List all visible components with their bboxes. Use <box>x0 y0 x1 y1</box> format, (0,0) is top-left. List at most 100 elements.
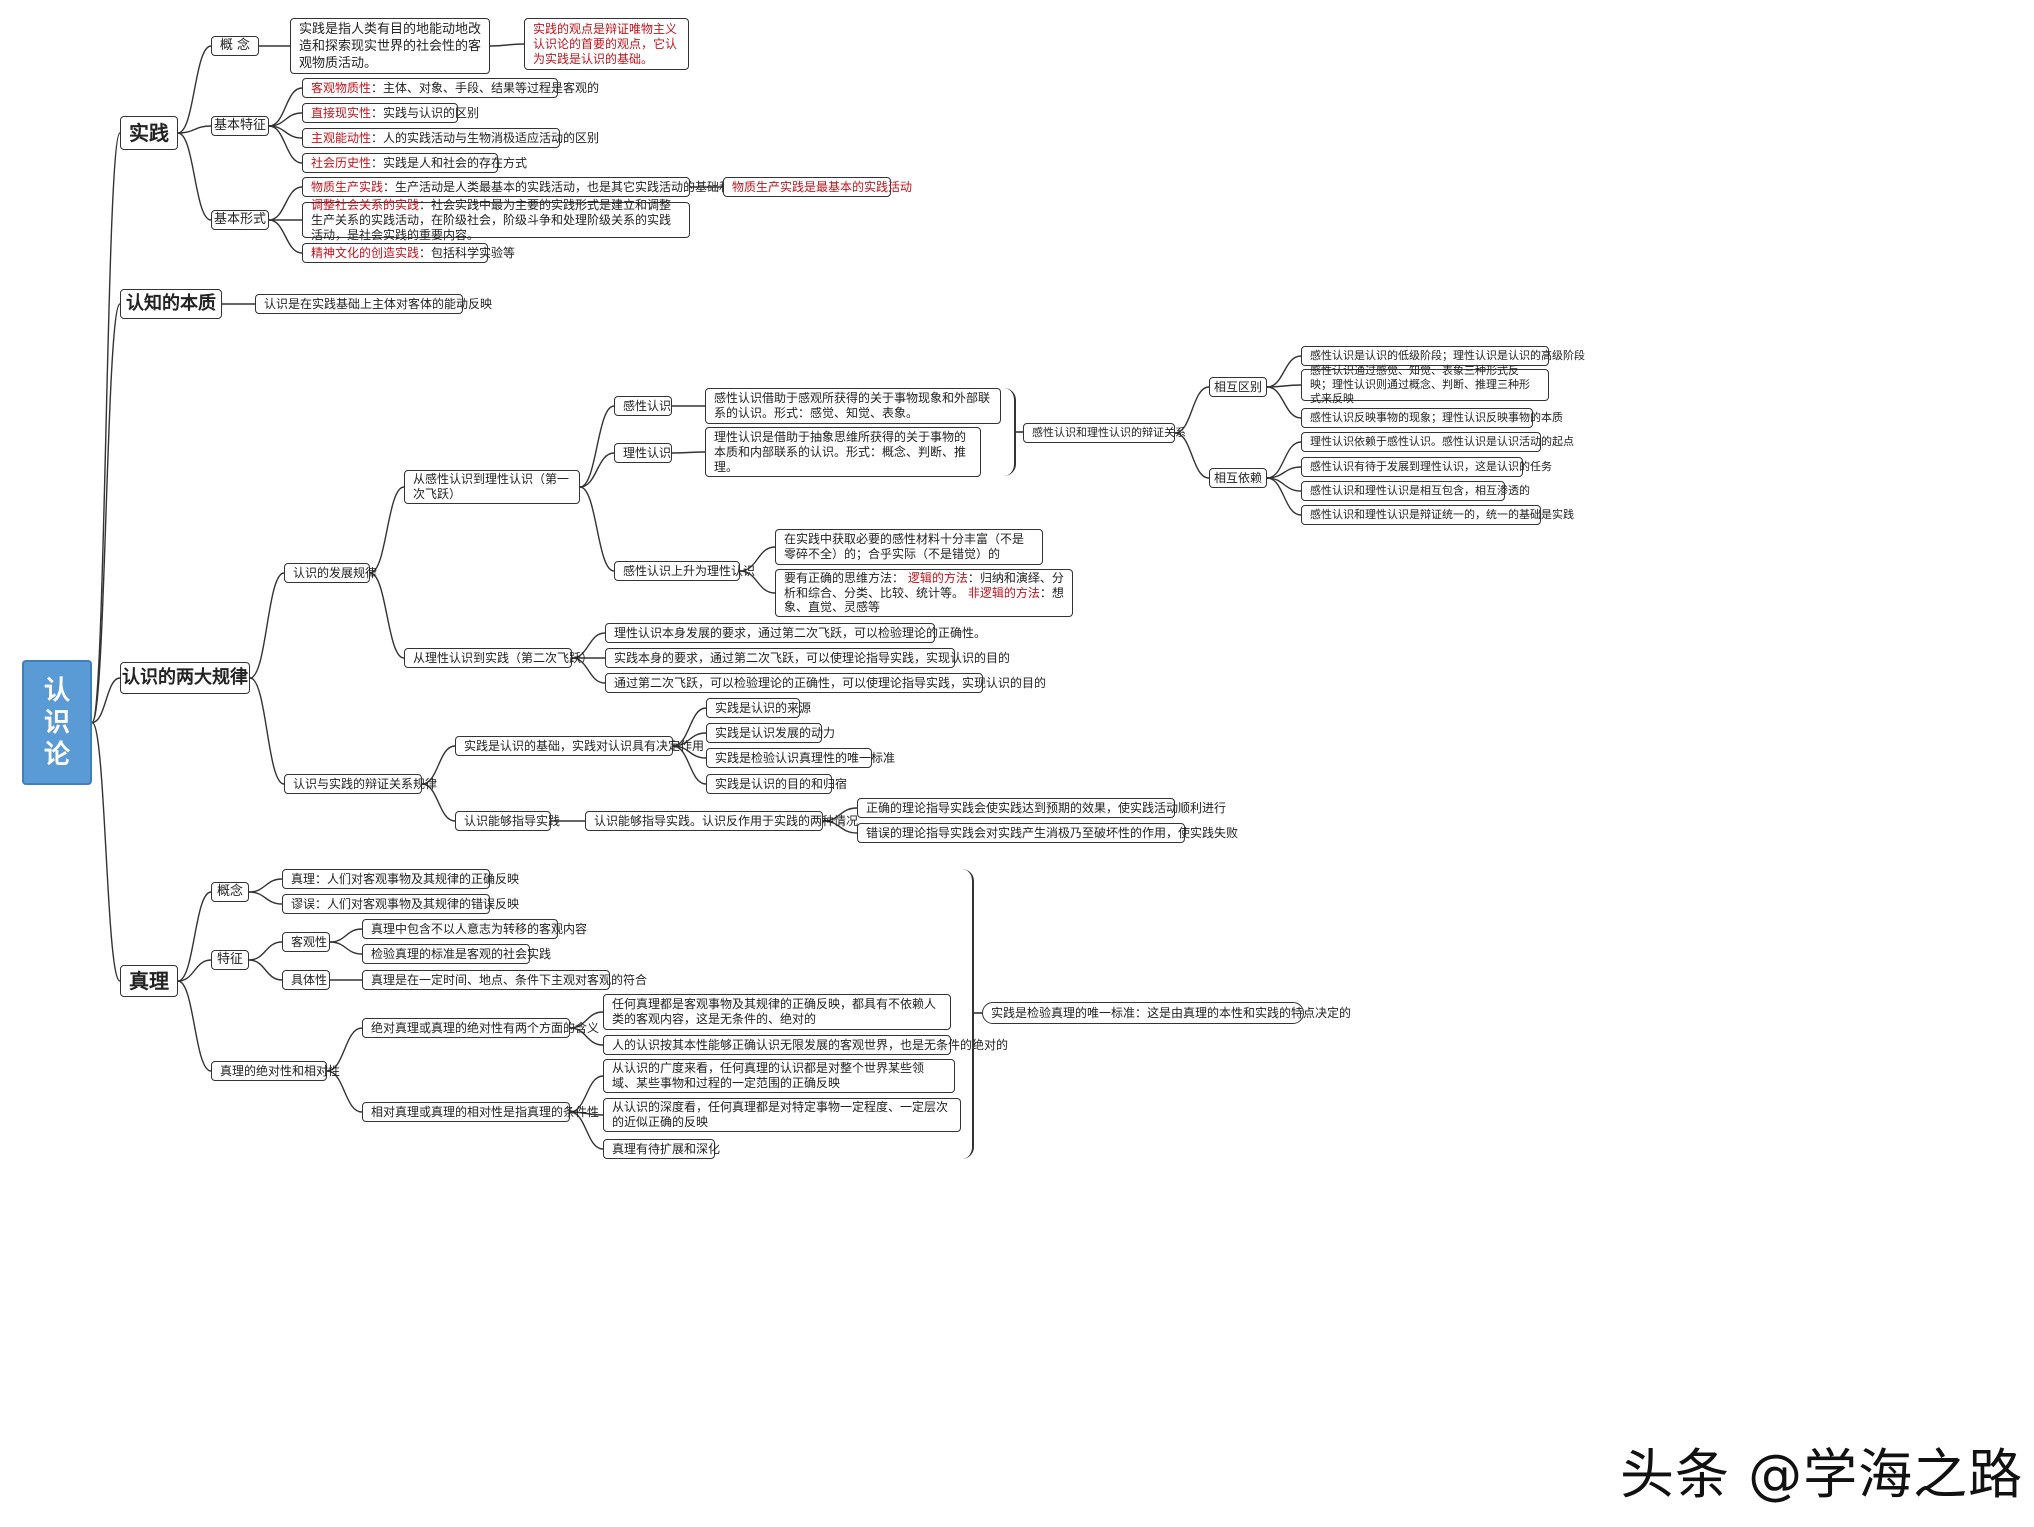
connector-54 <box>248 891 283 905</box>
practice-concept-node[interactable]: 概 念 <box>211 36 259 56</box>
connector-34 <box>1266 441 1302 479</box>
connector-19 <box>249 677 285 785</box>
truth-node[interactable]: 真理 <box>120 965 178 997</box>
dependence-item-3: 感性认识和理性认识是相互包含，相互渗透的 <box>1301 481 1530 501</box>
connector-33 <box>1266 386 1302 419</box>
truth-concept-item-2: 谬误：人们对客观事物及其规律的错误反映 <box>282 894 519 914</box>
rational-def: 理性认识是借助于抽象思维所获得的关于事物的本质和内部联系的认识。形式：概念、判断… <box>705 427 981 477</box>
guide-item-2: 错误的理论指导实践会对实践产生消极乃至破坏性的作用，使实践失败 <box>857 823 1238 843</box>
connector-6 <box>177 132 212 221</box>
connector-50 <box>177 891 212 982</box>
connector-8 <box>489 43 525 47</box>
root-char-1: 认 <box>43 675 70 706</box>
rise-node[interactable]: 感性认识上升为理性认识 <box>614 561 755 581</box>
connector-22 <box>579 405 615 488</box>
practice-basis-node[interactable]: 实践是认识的基础，实践对认识具有决定作用 <box>455 736 704 756</box>
connector-55 <box>248 941 283 961</box>
practice-forms-node[interactable]: 基本形式 <box>211 210 269 230</box>
practice-node[interactable]: 实践 <box>120 116 178 150</box>
perceptual-def: 感性认识借助于感观所获得的关于事物现象和外部联系的认识。形式：感觉、知觉、表象。 <box>705 388 1001 424</box>
practice-features-node[interactable]: 基本特征 <box>211 116 269 136</box>
objectivity-node[interactable]: 客观性 <box>282 932 330 952</box>
connector-57 <box>329 928 363 943</box>
feature-item-4: 社会历史性：实践是人和社会的存在方式 <box>302 153 527 173</box>
relative-truth-node[interactable]: 相对真理或真理的相对性是指真理的条件性 <box>362 1102 599 1122</box>
connector-4 <box>177 45 212 134</box>
connector-46 <box>672 745 707 785</box>
truth-concept-item-1: 真理：人们对客观事物及其规律的正确反映 <box>282 869 519 889</box>
cognition-essence-node[interactable]: 认知的本质 <box>120 289 222 319</box>
cognition-essence-def: 认识是在实践基础上主体对客体的能动反映 <box>255 294 492 314</box>
connector-31 <box>1266 355 1302 388</box>
connector-63 <box>569 1027 604 1046</box>
difference-node[interactable]: 相互区别 <box>1209 377 1267 397</box>
connector-2 <box>91 677 121 724</box>
connector-5 <box>177 125 212 134</box>
connector-3 <box>91 721 121 982</box>
rise-method: 要有正确的思维方法： 逻辑的方法：归纳和演绎、分析和综合、分类、比较、统计等。 … <box>775 569 1073 617</box>
connector-26 <box>671 451 706 454</box>
absolute-item-2: 人的认识按其本性能够正确认识无限发展的客观世界，也是无条件的绝对的 <box>603 1035 1008 1055</box>
guide-item-1: 正确的理论指导实践会使实践达到预期的效果，使实践活动顺利进行 <box>857 798 1226 818</box>
connector-62 <box>569 1011 604 1029</box>
guide-practice-node[interactable]: 认识能够指导实践 <box>455 811 560 831</box>
connector-13 <box>268 186 303 221</box>
connector-37 <box>1266 477 1302 516</box>
perceptual-node[interactable]: 感性认识 <box>614 396 672 416</box>
truth-concept-node[interactable]: 概念 <box>211 882 249 902</box>
truth-feature-node[interactable]: 特征 <box>211 950 249 970</box>
connector-29 <box>1174 386 1210 434</box>
objectivity-item-2: 检验真理的标准是客观的社会实践 <box>362 944 551 964</box>
first-leap-node[interactable]: 从感性认识到理性认识（第一次飞跃） <box>404 470 580 504</box>
connector-64 <box>569 1075 604 1113</box>
root-char-2: 识 <box>43 707 70 738</box>
concreteness-item-1: 真理是在一定时间、地点、条件下主观对客观的符合 <box>362 970 647 990</box>
watermark: 头条 @学海之路 <box>1620 1443 2024 1506</box>
relative-item-1: 从认识的广度来看，任何真理的认识都是对整个世界某些领域、某些事物和过程的一定范围… <box>603 1059 955 1093</box>
connector-21 <box>369 572 405 659</box>
practice-concept-note: 实践的观点是辩证唯物主义 认识论的首要的观点，它认 为实践是认识的基础。 <box>524 18 689 70</box>
connector-24 <box>579 486 615 572</box>
dev-law-node[interactable]: 认识的发展规律 <box>284 563 377 583</box>
connector-58 <box>329 941 363 955</box>
connector-18 <box>249 572 285 679</box>
rational-node[interactable]: 理性认识 <box>614 443 672 463</box>
dialectic-node[interactable]: 感性认识和理性认识的辩证关系 <box>1023 423 1186 443</box>
connector-9 <box>268 87 303 127</box>
root-node[interactable]: 认 识 论 <box>22 660 92 785</box>
objectivity-item-1: 真理中包含不以人意志为转移的客观内容 <box>362 919 587 939</box>
difference-item-3: 感性认识反映事物的现象；理性认识反映事物的本质 <box>1301 408 1563 428</box>
connector-40 <box>571 657 606 684</box>
relative-item-3: 真理有待扩展和深化 <box>603 1139 720 1159</box>
connector-42 <box>421 783 456 822</box>
rise-material: 在实践中获取必要的感性材料十分丰富（不是零碎不全）的；合乎实际（不是错觉）的 <box>775 529 1043 565</box>
absolute-truth-node[interactable]: 绝对真理或真理的绝对性有两个方面的含义 <box>362 1018 599 1038</box>
second-leap-item-1: 理性认识本身发展的要求，通过第二次飞跃，可以检验理论的正确性。 <box>605 623 986 643</box>
dependence-node[interactable]: 相互依赖 <box>1209 468 1267 488</box>
connector-52 <box>177 980 212 1072</box>
difference-item-1: 感性认识是认识的低级阶段；理性认识是认识的高级阶段 <box>1301 346 1585 366</box>
connector-20 <box>369 486 405 574</box>
dependence-item-4: 感性认识和理性认识是辩证统一的，统一的基础是实践 <box>1301 505 1574 525</box>
dialectic-brace <box>1000 388 1016 476</box>
connector-43 <box>672 707 707 747</box>
connector-66 <box>569 1111 604 1150</box>
truth-summary: 实践是检验真理的唯一标准：这是由真理的本性和实践的特点决定的 <box>982 1002 1351 1024</box>
basis-item-4: 实践是认识的目的和归宿 <box>706 774 847 794</box>
connector-28 <box>739 570 776 594</box>
second-leap-node[interactable]: 从理性认识到实践（第二次飞跃） <box>404 648 593 668</box>
relation-law-node[interactable]: 认识与实践的辩证关系规律 <box>284 774 437 794</box>
form-item-3: 精神文化的创造实践：包括科学实验等 <box>302 243 515 263</box>
two-laws-node[interactable]: 认识的两大规律 <box>120 662 250 694</box>
basis-item-3: 实践是检验认识真理性的唯一标准 <box>706 748 895 768</box>
second-leap-item-2: 实践本身的要求，通过第二次飞跃，可以使理论指导实践，实现认识的目的 <box>605 648 1010 668</box>
connector-49 <box>822 820 858 834</box>
connector-15 <box>268 219 303 254</box>
absolute-item-1: 任何真理都是客观事物及其规律的正确反映，都具有不依赖人类的客观内容，这是无条件的… <box>603 994 951 1030</box>
basis-item-2: 实践是认识发展的动力 <box>706 723 835 743</box>
feature-item-3: 主观能动性：人的实践活动与生物消极适应活动的区别 <box>302 128 599 148</box>
abs-rel-node[interactable]: 真理的绝对性和相对性 <box>211 1061 340 1081</box>
concreteness-node[interactable]: 具体性 <box>282 970 330 990</box>
